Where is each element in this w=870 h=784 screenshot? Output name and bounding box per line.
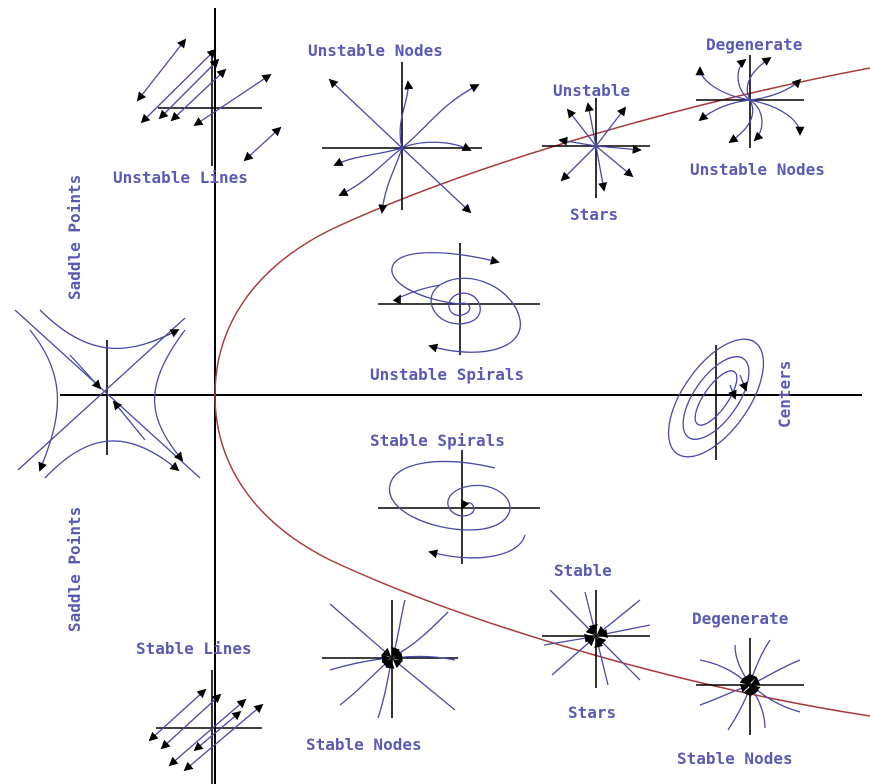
degenerate-stable-nodes-portrait <box>696 638 804 735</box>
label-degenerate-top: Degenerate <box>706 35 802 54</box>
saddle-point-portrait <box>14 309 201 479</box>
stable-nodes-portrait <box>322 599 458 719</box>
unstable-nodes-portrait <box>322 62 482 214</box>
label-degenerate-bottom: Degenerate <box>692 609 788 628</box>
unstable-spirals-portrait <box>378 243 540 355</box>
label-centers: Centers <box>775 361 794 428</box>
label-unstable-lines: Unstable Lines <box>113 168 248 187</box>
label-unstable-spirals: Unstable Spirals <box>370 365 524 384</box>
label-saddle-points-top: Saddle Points <box>65 175 84 300</box>
stable-stars-portrait <box>542 589 651 688</box>
label-unstable-nodes: Unstable Nodes <box>308 41 443 60</box>
degenerate-unstable-nodes-portrait <box>695 55 805 148</box>
stable-lines-portrait <box>148 670 264 784</box>
label-stable-spirals: Stable Spirals <box>370 431 505 450</box>
unstable-stars-portrait <box>542 98 650 198</box>
label-unstable-stars-bottom: Stars <box>570 205 618 224</box>
label-stable-nodes: Stable Nodes <box>306 735 422 754</box>
label-stable-stars-bottom: Stars <box>568 703 616 722</box>
unstable-lines-portrait <box>136 38 282 166</box>
label-stable-lines: Stable Lines <box>136 639 252 658</box>
label-stable-stars-top: Stable <box>554 561 612 580</box>
stable-spirals-portrait <box>378 450 540 564</box>
label-unstable-stars-top: Unstable <box>553 81 630 100</box>
label-degenerate-unstable-nodes: Unstable Nodes <box>690 160 825 179</box>
centers-portrait <box>664 338 765 460</box>
label-degenerate-stable-nodes: Stable Nodes <box>677 749 793 768</box>
label-saddle-points-bottom: Saddle Points <box>65 507 84 632</box>
